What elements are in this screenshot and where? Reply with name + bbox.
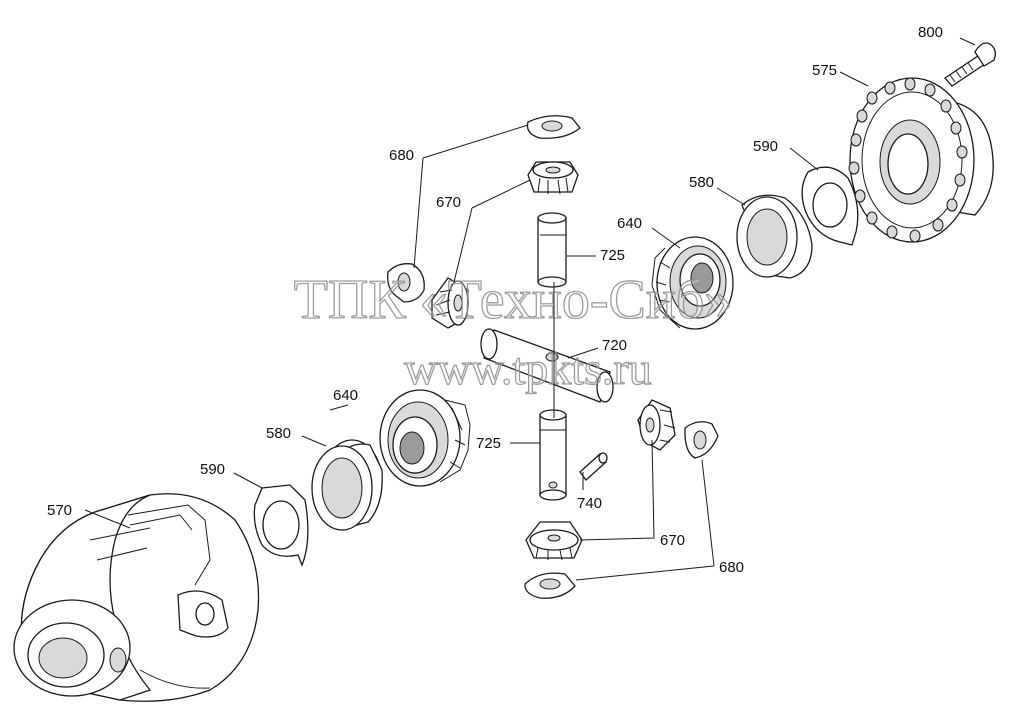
callout-labels: 800 575 590 580 640 680 670 725 720 640 … xyxy=(47,24,943,576)
part-580-left-ring xyxy=(311,439,383,531)
part-590-top-thrust-washer xyxy=(801,166,859,246)
part-590-left-thrust-washer xyxy=(253,484,309,567)
watermark-company: ТПК «Техно-Сиб» xyxy=(294,269,733,331)
part-570-case-half xyxy=(13,493,260,702)
part-670-right-pinion xyxy=(637,399,676,451)
label-640-top: 640 xyxy=(617,215,642,232)
label-575: 575 xyxy=(812,62,837,79)
watermark-url: www.tpkts.ru xyxy=(404,343,651,394)
part-740-roll-pin xyxy=(579,452,608,481)
label-720: 720 xyxy=(602,337,627,354)
label-670-bottom: 670 xyxy=(660,532,685,549)
part-670-top-pinion xyxy=(527,161,579,195)
part-725-top-pin xyxy=(537,212,567,288)
part-725-bottom-pin xyxy=(539,409,567,501)
flange-bolt-holes xyxy=(848,77,968,243)
label-680-bottom: 680 xyxy=(719,559,744,576)
label-680-top: 680 xyxy=(389,147,414,164)
watermark: ТПК «Техно-Сиб» www.tpkts.ru xyxy=(293,268,733,394)
label-725-bottom: 725 xyxy=(476,435,501,452)
label-800: 800 xyxy=(918,24,943,41)
label-670-top: 670 xyxy=(436,194,461,211)
part-680-right-washer xyxy=(684,421,719,459)
part-640-left-side-gear xyxy=(379,389,471,487)
leader-lines xyxy=(84,37,976,581)
part-800-bolt xyxy=(944,42,996,87)
label-640-left: 640 xyxy=(333,387,358,404)
part-680-top-washer xyxy=(526,115,581,139)
label-725-top: 725 xyxy=(600,247,625,264)
part-580-top-ring xyxy=(736,194,813,279)
label-590-top: 590 xyxy=(753,138,778,155)
part-720-cross-shaft xyxy=(480,328,614,403)
label-740: 740 xyxy=(577,495,602,512)
label-590-left: 590 xyxy=(200,461,225,478)
label-580-left: 580 xyxy=(266,425,291,442)
part-575-flange-case xyxy=(848,77,994,243)
part-670-bottom-pinion xyxy=(525,521,583,561)
part-680-bottom-washer xyxy=(524,572,576,599)
part-670-left-pinion xyxy=(431,277,469,329)
label-580-top: 580 xyxy=(689,174,714,191)
part-640-top-side-gear xyxy=(651,236,734,330)
part-680-left-washer xyxy=(387,263,425,303)
label-570: 570 xyxy=(47,502,72,519)
